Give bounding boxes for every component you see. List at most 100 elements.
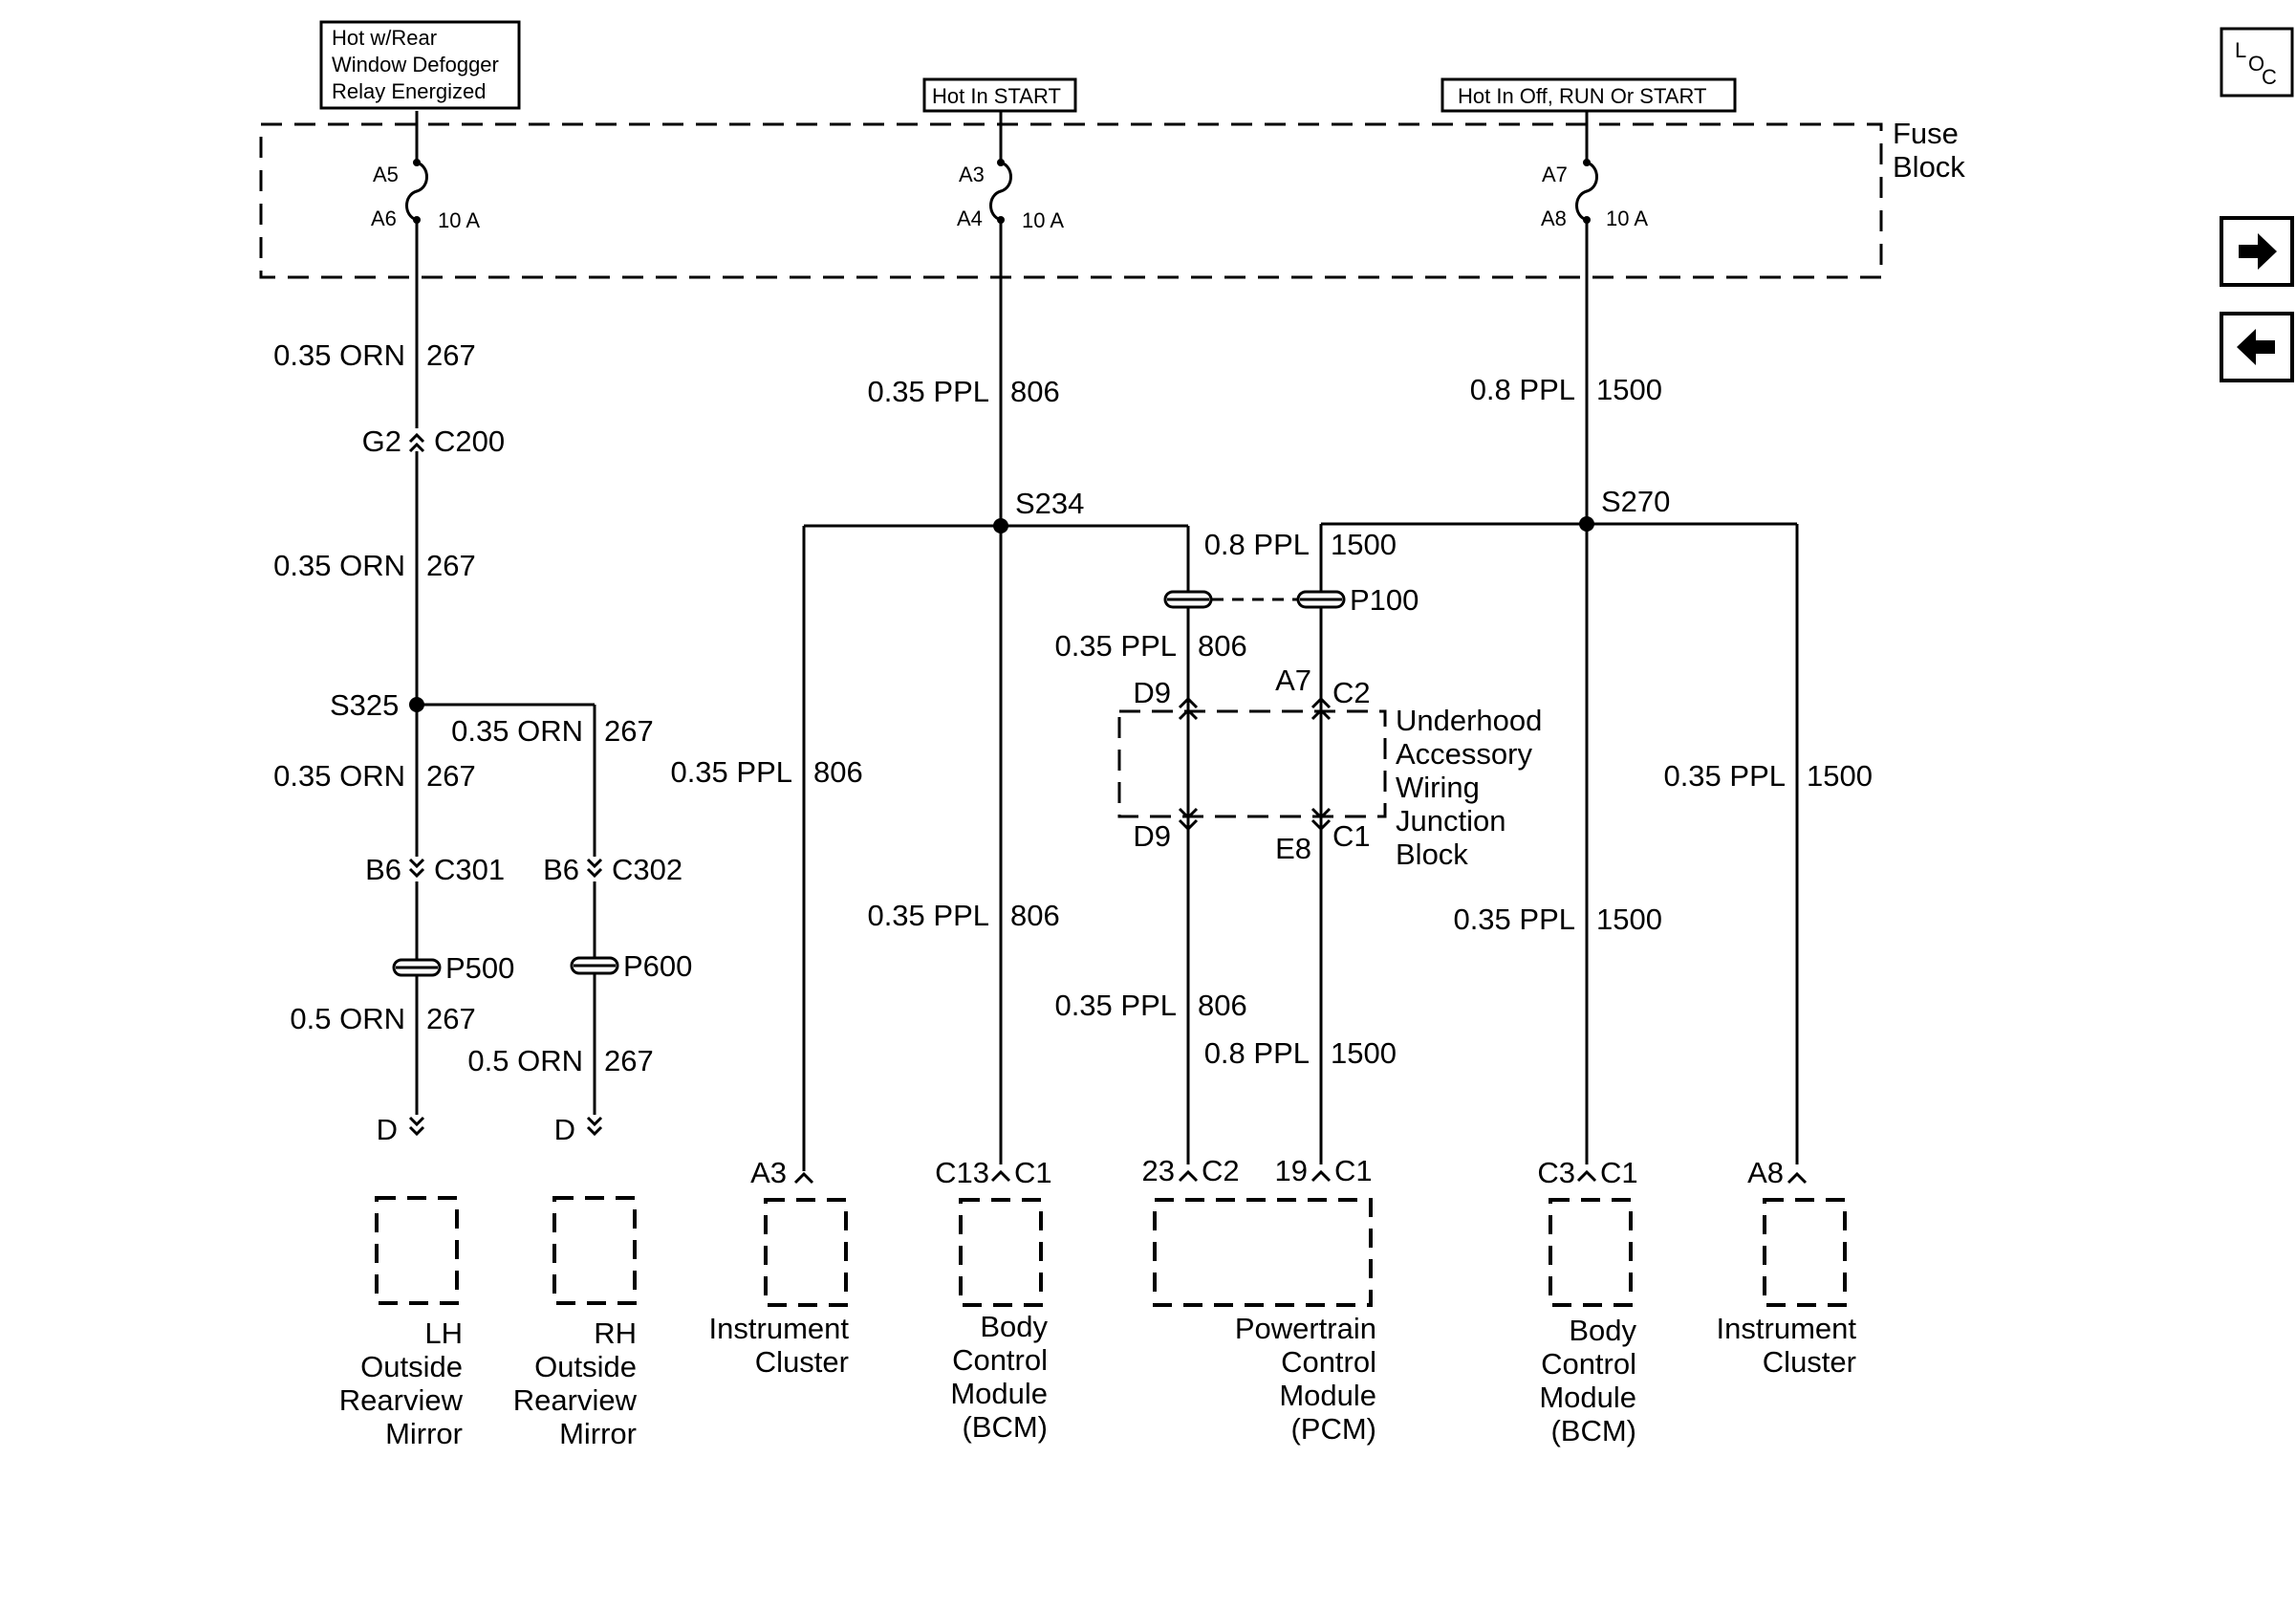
pcm-pin-1: 23 <box>1142 1154 1175 1187</box>
wire-circuit: 1500 <box>1807 759 1873 793</box>
lh-mirror-label: LH Outside Rearview Mirror <box>339 1316 464 1450</box>
wire-gauge: 0.5 ORN <box>290 1002 405 1035</box>
fuse-3: A7 A8 10 A <box>1541 111 1648 230</box>
connector-p500: P500 <box>392 951 514 985</box>
source-start-label: Hot In START <box>932 84 1061 108</box>
wire-gauge: 0.35 ORN <box>273 759 405 793</box>
wire-circuit: 806 <box>813 755 863 789</box>
wire-gauge: 0.35 PPL <box>670 755 792 789</box>
svg-text:Module: Module <box>950 1377 1048 1410</box>
wire-gauge: 0.35 ORN <box>273 549 405 582</box>
wire-circuit: 267 <box>426 338 476 372</box>
lh-pin: D <box>377 1113 398 1146</box>
fuse-1: A5 A6 10 A <box>371 111 480 232</box>
jb-e8: E8 <box>1275 832 1311 865</box>
svg-text:Cluster: Cluster <box>755 1345 849 1379</box>
ic-right-pin: A8 <box>1747 1156 1784 1189</box>
loc-letter-o: O <box>2248 52 2264 76</box>
p100-label: P100 <box>1350 583 1419 617</box>
svg-text:Module: Module <box>1279 1379 1376 1412</box>
connector-p600: P600 <box>570 949 692 983</box>
svg-text:Rearview: Rearview <box>513 1383 638 1417</box>
wire-gauge: 0.8 PPL <box>1470 373 1575 406</box>
back-button[interactable] <box>2220 312 2294 382</box>
wire-circuit: 267 <box>604 714 654 748</box>
source-box-start: Hot In START <box>922 77 1077 113</box>
jb-c1-bottom: C1 <box>1332 819 1371 853</box>
p500-label: P500 <box>445 951 514 985</box>
connector-rh-d: D <box>554 1113 604 1146</box>
pcm-label: Powertrain Control Module (PCM) <box>1235 1312 1376 1446</box>
svg-text:Body: Body <box>980 1310 1048 1343</box>
wire-gauge: 0.35 PPL <box>1663 759 1786 793</box>
pcm-pin-2: 19 <box>1275 1154 1308 1187</box>
c301-pin: B6 <box>365 853 401 886</box>
ic-left-pin: A3 <box>750 1156 787 1189</box>
jb-d9-bottom: D9 <box>1133 819 1171 853</box>
wire-circuit: 806 <box>1198 989 1247 1022</box>
wire-circuit: 1500 <box>1331 528 1397 561</box>
jb-a7: A7 <box>1275 664 1311 697</box>
loc-letter-l: L <box>2235 38 2246 62</box>
c200-label: C200 <box>434 424 505 458</box>
svg-text:Outside: Outside <box>534 1350 637 1383</box>
fuse-3-rating: 10 A <box>1606 207 1648 230</box>
svg-text:Powertrain: Powertrain <box>1235 1312 1376 1345</box>
svg-text:Module: Module <box>1539 1381 1636 1414</box>
splice-s325 <box>409 697 424 712</box>
forward-button[interactable] <box>2220 216 2294 287</box>
jb-label-2: Accessory <box>1396 737 1532 771</box>
connector-c302: B6 C302 <box>543 853 682 886</box>
bcm-right-conn: C1 <box>1600 1156 1638 1189</box>
wire-circuit: 267 <box>426 759 476 793</box>
fuse-3-out-pin: A8 <box>1541 207 1567 230</box>
wire-gauge: 0.35 PPL <box>1453 903 1575 936</box>
svg-text:(BCM): (BCM) <box>1550 1414 1636 1447</box>
wire-circuit: 806 <box>1010 375 1060 408</box>
source-line-3: Relay Energized <box>332 79 486 103</box>
ic-right-label: Instrument Cluster <box>1717 1312 1857 1379</box>
jb-c2-top: C2 <box>1332 676 1371 709</box>
splice-s325-label: S325 <box>330 688 399 722</box>
wire-circuit: 806 <box>1010 899 1060 932</box>
wire-gauge: 0.8 PPL <box>1204 1036 1310 1070</box>
rh-pin: D <box>554 1113 575 1146</box>
svg-text:Mirror: Mirror <box>559 1417 637 1450</box>
wire-circuit: 267 <box>426 1002 476 1035</box>
c302-pin: B6 <box>543 853 579 886</box>
bcm-right-label: Body Control Module (BCM) <box>1539 1314 1636 1447</box>
loc-button[interactable]: L O C <box>2220 27 2294 98</box>
fuse-block-outline <box>259 122 1883 279</box>
fuse-block-label-1: Fuse <box>1893 117 1959 150</box>
wire-gauge: 0.35 ORN <box>273 338 405 372</box>
svg-text:Control: Control <box>952 1343 1048 1377</box>
c301-label: C301 <box>434 853 505 886</box>
wire-gauge: 0.35 ORN <box>451 714 583 748</box>
fuse-1-out-pin: A6 <box>371 207 397 230</box>
wire-circuit: 267 <box>604 1044 654 1077</box>
svg-text:Mirror: Mirror <box>385 1417 463 1450</box>
pcm-conn-1: C2 <box>1202 1154 1240 1187</box>
wire-circuit: 806 <box>1198 629 1247 663</box>
wire-gauge: 0.35 PPL <box>867 899 989 932</box>
source-box-off-run-start: Hot In Off, RUN Or START <box>1440 77 1737 113</box>
svg-text:Control: Control <box>1281 1345 1376 1379</box>
bcm-left-pin: C13 <box>935 1156 989 1189</box>
wire-gauge: 0.35 PPL <box>1054 629 1177 663</box>
wire-circuit: 267 <box>426 549 476 582</box>
jb-label-3: Wiring <box>1396 771 1480 804</box>
connector-c200: G2 C200 <box>362 424 505 458</box>
rh-mirror-label: RH Outside Rearview Mirror <box>513 1316 638 1450</box>
connector-lh-d: D <box>377 1113 426 1146</box>
source-line-2: Window Defogger <box>332 53 499 76</box>
bcm-right-pin: C3 <box>1537 1156 1575 1189</box>
loc-letter-c: C <box>2262 65 2277 89</box>
svg-text:Body: Body <box>1569 1314 1636 1347</box>
jb-label-5: Block <box>1396 838 1468 871</box>
jb-label-4: Junction <box>1396 804 1505 838</box>
bcm-left-label: Body Control Module (BCM) <box>950 1310 1048 1444</box>
splice-s270-label: S270 <box>1601 485 1670 518</box>
svg-text:(PCM): (PCM) <box>1290 1412 1376 1446</box>
wire-circuit: 1500 <box>1596 903 1662 936</box>
